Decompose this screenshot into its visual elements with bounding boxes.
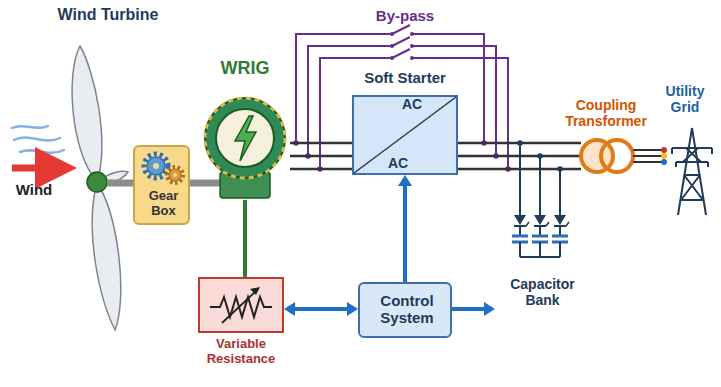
transmission-tower [672,128,712,215]
grid-lines [633,150,664,162]
generator-icon [200,58,290,200]
wind-arrow [12,165,56,172]
transformer-symbol [581,140,633,172]
variable-resistance: Variable Resistance [198,277,284,385]
three-phase-line [290,143,352,169]
resistance-label: Variable Resistance [188,337,294,366]
phase-dots [661,147,667,165]
transformer-label: Coupling Transformer [556,98,656,129]
control-arrow [452,307,486,311]
turbine-label: Wind Turbine [48,6,168,24]
three-phase-line [290,142,352,145]
resistor-symbol [198,277,284,333]
capacitor-symbols [495,205,590,280]
control-arrow [452,302,495,316]
capacitor-label: Capacitor Bank [495,277,590,308]
gearbox-label: Gear Box [135,189,192,218]
three-phase-line [290,155,352,158]
drive-shaft [190,180,200,187]
rotor-link [243,200,247,277]
soft-starter-label: Soft Starter [348,70,462,87]
gear-icon [135,147,192,187]
three-phase-line [290,168,352,171]
wind-lines [12,126,64,153]
turbine-rotor [72,46,128,330]
capacitor-drops [517,140,563,205]
control-arrow [293,307,349,311]
capacitor-bank: Capacitor Bank [495,205,590,330]
rotor-shaft [107,180,133,187]
rotor-link [245,200,246,277]
control-label: Control System [360,293,454,327]
drive-shaft [190,183,200,184]
generator-label: WRIG [200,58,290,78]
bypass-label: By-pass [355,8,455,25]
generator: WRIG [200,58,290,200]
wind-label: Wind [8,182,60,199]
ac-label: AC [396,97,428,113]
soft-starter: Soft StarterACAC [352,70,458,175]
control-arrow [398,175,412,282]
ac-label: AC [382,156,414,172]
control-box: Control System [358,282,452,338]
control-arrow [284,302,358,316]
grid-label: Utility Grid [652,84,718,115]
gearbox-box: Gear Box [133,145,190,225]
control-arrow [403,184,407,282]
